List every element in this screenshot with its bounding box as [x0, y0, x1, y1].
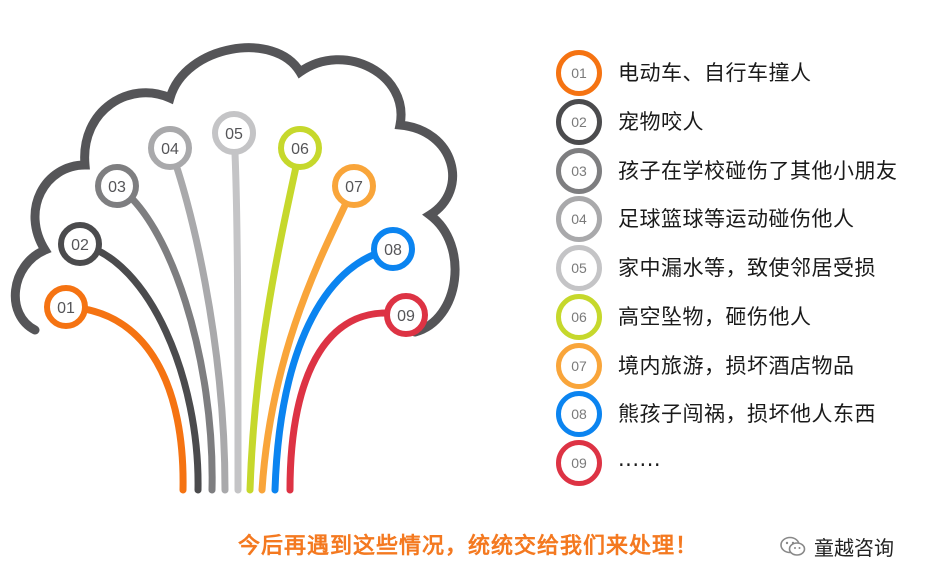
number-badge: 06 [556, 294, 602, 340]
tree-node-label-09: 09 [397, 308, 415, 325]
tree-branch-03 [113, 182, 216, 494]
list-item-05: 05 家中漏水等，致使邻居受损 [556, 245, 936, 291]
tree-node-07 [332, 164, 376, 208]
item-label: 孩子在学校碰伤了其他小朋友 [618, 159, 898, 183]
tree-node-label-06: 06 [291, 141, 309, 158]
item-label: 家中漏水等，致使邻居受损 [618, 256, 876, 280]
cloud-outline [10, 43, 460, 337]
tree-branch-02 [76, 240, 202, 494]
number-badge: 07 [556, 343, 602, 389]
tree-node-label-04: 04 [161, 141, 179, 158]
item-label: 高空坠物，砸伤他人 [618, 305, 812, 329]
tree-branch-04 [166, 144, 229, 494]
tree-node-label-01: 01 [57, 300, 75, 317]
tree-node-08 [371, 227, 415, 271]
number-badge: 05 [556, 245, 602, 291]
tree-node-03 [95, 164, 139, 208]
tree-node-02 [58, 222, 102, 266]
tree-branch-08 [271, 245, 397, 494]
number-badge: 09 [556, 440, 602, 486]
watermark-label: 童越咨询 [814, 536, 894, 560]
tree-node-label-05: 05 [225, 126, 243, 143]
tree-branch-01 [62, 303, 187, 494]
tree-node-06 [278, 126, 322, 170]
item-label: 境内旅游，损坏酒店物品 [618, 354, 855, 378]
tree-node-label-03: 03 [108, 179, 126, 196]
tree-diagram: 01 02 03 04 05 06 07 08 09 [10, 43, 460, 494]
tree-node-09 [384, 293, 428, 337]
item-label: 电动车、自行车撞人 [618, 61, 812, 85]
item-label: 宠物咬人 [618, 110, 704, 134]
item-label: 足球篮球等运动碰伤他人 [618, 207, 855, 231]
tree-node-04 [148, 126, 192, 170]
number-badge: 02 [556, 99, 602, 145]
number-badge: 03 [556, 148, 602, 194]
tree-node-label-08: 08 [384, 242, 402, 259]
list-item-02: 02 宠物咬人 [556, 99, 936, 145]
item-label: 熊孩子闯祸，损坏他人东西 [618, 402, 876, 426]
tree-branch-09 [286, 309, 410, 494]
number-badge: 01 [556, 50, 602, 96]
number-badge: 08 [556, 391, 602, 437]
tree-node-05 [212, 111, 256, 155]
footer-slogan: 今后再遇到这些情况，统统交给我们来处理！ [238, 534, 699, 559]
list-item-09: 09...... [556, 440, 936, 486]
tree-branch-07 [258, 182, 358, 494]
tree-branch-05 [230, 129, 242, 494]
list-item-04: 04 足球篮球等运动碰伤他人 [556, 196, 936, 242]
tree-node-01 [44, 285, 88, 329]
watermark: 童越咨询 [780, 532, 894, 561]
item-label: ...... [618, 447, 662, 471]
tree-node-label-07: 07 [345, 179, 363, 196]
list-item-03: 03 孩子在学校碰伤了其他小朋友 [556, 148, 936, 194]
list-item-08: 08 熊孩子闯祸，损坏他人东西 [556, 391, 936, 437]
wechat-icon [780, 536, 806, 556]
list-item-06: 06 高空坠物，砸伤他人 [556, 294, 936, 340]
tree-node-label-02: 02 [71, 237, 89, 254]
list-item-07: 07 境内旅游，损坏酒店物品 [556, 343, 936, 389]
tree-branch-06 [246, 144, 304, 494]
list-item-01: 01 电动车、自行车撞人 [556, 50, 936, 96]
number-badge: 04 [556, 196, 602, 242]
